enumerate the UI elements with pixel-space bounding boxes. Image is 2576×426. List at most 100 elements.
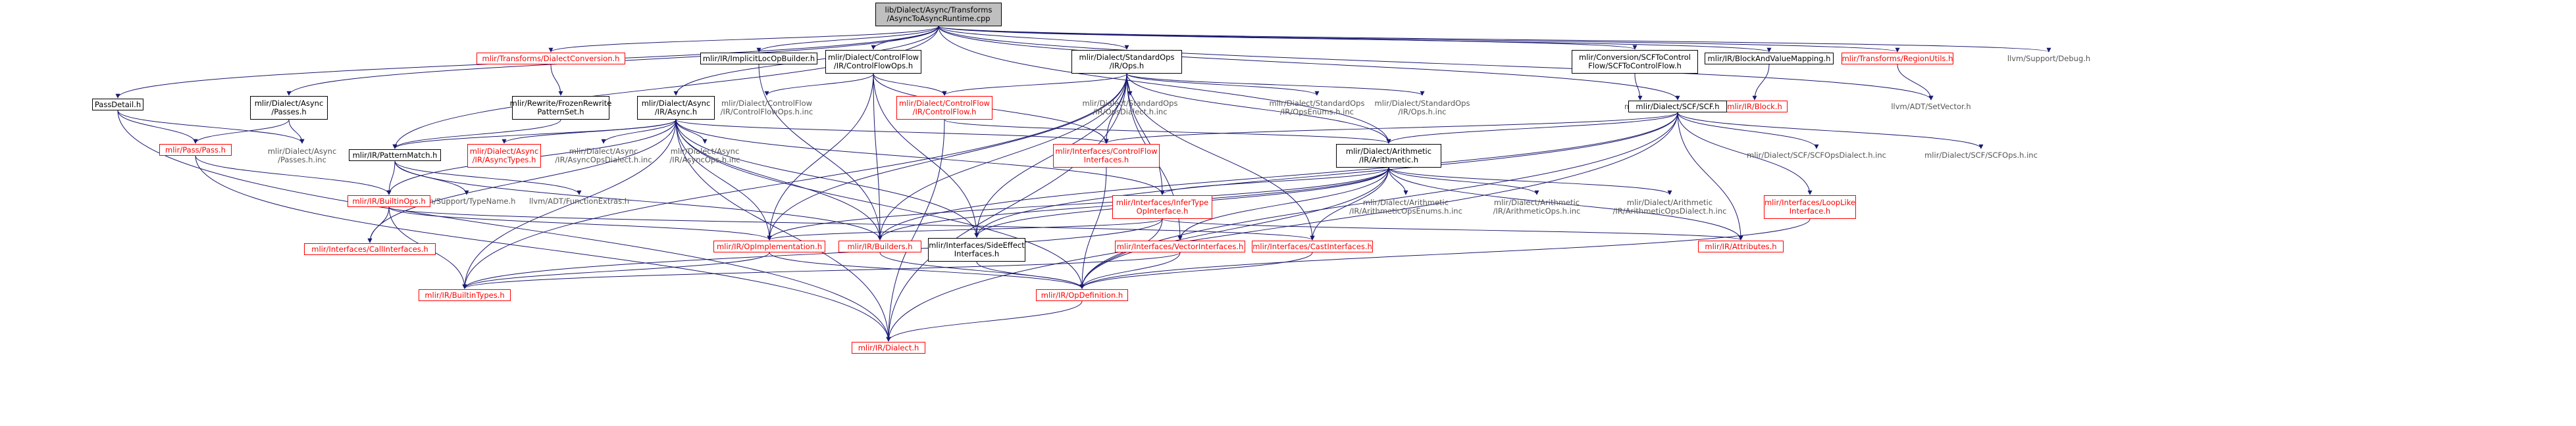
- node-label-line: mlir/Dialect/SCF/SCFOpsDialect.h.inc: [1747, 150, 1886, 160]
- edge-implicit_loc-to-builders: [758, 64, 883, 241]
- node-label-line: /IR/OpsEnums.h.inc: [1280, 107, 1354, 116]
- node-controlflow-h[interactable]: mlir/Dialect/ControlFlow/IR/ControlFlow.…: [896, 96, 992, 120]
- node-async-passes-inc[interactable]: mlir/Dialect/Async/Passes.h.inc: [263, 144, 341, 168]
- node-label-line: llvm/ADT/FunctionExtras.h: [528, 196, 630, 206]
- node-attributes[interactable]: mlir/IR/Attributes.h: [1698, 241, 1784, 252]
- node-functionextras[interactable]: llvm/ADT/FunctionExtras.h: [524, 195, 634, 207]
- node-async-ir[interactable]: mlir/Dialect/Async/IR/Async.h: [637, 96, 715, 120]
- node-label-line: /IR/ControlFlowOps.h: [833, 61, 914, 70]
- node-label-line: mlir/Dialect/ControlFlow: [721, 99, 813, 108]
- node-implicitlocopbuilder[interactable]: mlir/IR/ImplicitLocOpBuilder.h: [700, 53, 817, 64]
- node-opsdialect-inc[interactable]: mlir/Dialect/StandardOps/IR/OpsDialect.h…: [1078, 96, 1182, 120]
- node-setvector[interactable]: llvm/ADT/SetVector.h: [1885, 101, 1977, 112]
- edge-cf_interfaces-to-op_definition: [1079, 167, 1107, 289]
- node-arithmetic[interactable]: mlir/Dialect/Arithmetic/IR/Arithmetic.h: [1336, 144, 1441, 168]
- node-mlir-pass[interactable]: mlir/Pass/Pass.h: [159, 144, 232, 156]
- node-controlflowops[interactable]: mlir/Dialect/ControlFlow/IR/ControlFlowO…: [825, 50, 921, 74]
- node-label-line: mlir/Dialect/SCF/SCFOps.h.inc: [1924, 150, 2038, 160]
- node-debug-h[interactable]: llvm/Support/Debug.h: [2001, 53, 2097, 64]
- edge-op_implementation-to-builtin_types: [462, 252, 770, 289]
- node-label-line: mlir/Dialect/Arithmetic: [1626, 198, 1713, 207]
- node-label-line: mlir/Dialect/Async: [569, 147, 638, 156]
- edge-loop_like-to-op_definition: [1079, 218, 1811, 289]
- node-callinterfaces[interactable]: mlir/Interfaces/CallInterfaces.h: [304, 243, 436, 255]
- node-block-h[interactable]: mlir/IR/Block.h: [1722, 101, 1788, 112]
- node-asyncops-inc[interactable]: mlir/Dialect/Async/IR/AsyncOps.h.inc: [666, 144, 744, 168]
- node-builtintypes[interactable]: mlir/IR/BuiltinTypes.h: [419, 289, 511, 301]
- node-async-passes[interactable]: mlir/Dialect/Async/Passes.h: [250, 96, 328, 120]
- node-opsenums-inc[interactable]: mlir/Dialect/StandardOps/IR/OpsEnums.h.i…: [1265, 96, 1369, 120]
- edge-std_ops-to-dialect_h: [886, 73, 1127, 342]
- node-arithmeticopsenums-inc[interactable]: mlir/Dialect/Arithmetic/IR/ArithmeticOps…: [1340, 195, 1472, 219]
- edge-vector_interfaces-to-op_definition: [1079, 252, 1181, 289]
- edge-arith-to-attributes: [1388, 167, 1743, 241]
- edge-cast_interfaces-to-op_definition: [1079, 252, 1313, 289]
- node-label-line: mlir/IR/ImplicitLocOpBuilder.h: [702, 53, 815, 63]
- edge-arith-to-op_implementation: [767, 167, 1389, 241]
- edge-builtin_ops-to-cast_interfaces: [388, 206, 1315, 241]
- edge-root-to-scf_h: [938, 26, 1680, 101]
- edge-async_ir-to-cf_interfaces: [675, 119, 1109, 144]
- edge-async_passes-to-async_passes_inc: [288, 119, 305, 144]
- node-label-line: mlir/Conversion/SCFToControl: [1579, 53, 1691, 62]
- node-asynctypes[interactable]: mlir/Dialect/Async/IR/AsyncTypes.h: [467, 144, 541, 168]
- node-arithmeticopsdialect-inc[interactable]: mlir/Dialect/Arithmetic/IR/ArithmeticOps…: [1601, 195, 1739, 219]
- node-patternmatch[interactable]: mlir/IR/PatternMatch.h: [349, 149, 441, 161]
- node-opdefinition[interactable]: mlir/IR/OpDefinition.h: [1036, 289, 1128, 301]
- node-castinterfaces[interactable]: mlir/Interfaces/CastInterfaces.h: [1252, 241, 1373, 252]
- node-label-line: mlir/Dialect/StandardOps: [1269, 99, 1365, 108]
- node-label-line: /IR/Ops.h.inc: [1398, 107, 1447, 116]
- node-scf-h[interactable]: mlir/Dialect/SCF/SCF.h: [1628, 101, 1727, 112]
- node-vectorinterfaces[interactable]: mlir/Interfaces/VectorInterfaces.h: [1115, 241, 1245, 252]
- node-asyncopsdialect-inc[interactable]: mlir/Dialect/Async/IR/AsyncOpsDialect.h.…: [548, 144, 659, 168]
- edge-scf_h-to-attributes: [1677, 112, 1743, 241]
- node-dialect-h[interactable]: mlir/IR/Dialect.h: [852, 342, 925, 354]
- node-label-line: /IR/AsyncTypes.h: [472, 155, 536, 164]
- edge-frozen_rewrite-to-pattern_match: [392, 119, 561, 149]
- edge-arith-to-vector_interfaces: [1177, 167, 1389, 241]
- edge-builtin_ops-to-op_implementation: [388, 206, 772, 241]
- edge-async_ir-to-side_effect: [675, 119, 979, 238]
- edge-infer_type-to-attributes: [1162, 218, 1743, 241]
- edge-async_passes-to-mlir_pass: [193, 119, 290, 144]
- node-controlflowops-inc[interactable]: mlir/Dialect/ControlFlow/IR/ControlFlowO…: [717, 96, 816, 120]
- edge-std_ops-to-builders: [877, 73, 1127, 241]
- node-regionutils[interactable]: mlir/Transforms/RegionUtils.h: [1842, 53, 1953, 64]
- node-builders[interactable]: mlir/IR/Builders.h: [838, 241, 921, 252]
- edge-scf_h-to-loop_like: [1677, 112, 1813, 195]
- node-arithmeticops-inc[interactable]: mlir/Dialect/Arithmetic/IR/ArithmeticOps…: [1481, 195, 1593, 219]
- edge-passdetail-to-mlir_pass: [117, 110, 198, 144]
- edge-arith-to-cast_interfaces: [1310, 167, 1389, 241]
- node-ops-inc[interactable]: mlir/Dialect/StandardOps/IR/Ops.h.inc: [1370, 96, 1474, 120]
- edge-scf_h-to-dialect_h: [886, 112, 1678, 342]
- node-label-line: /IR/ArithmeticOps.h.inc: [1493, 206, 1581, 216]
- node-typename[interactable]: llvm/Support/TypeName.h: [418, 195, 516, 207]
- node-label-line: mlir/Rewrite/FrozenRewrite: [509, 99, 612, 108]
- node-label-line: mlir/Interfaces/ControlFlow: [1055, 147, 1158, 156]
- node-label-line: mlir/IR/OpDefinition.h: [1041, 290, 1123, 300]
- node-label-line: PassDetail.h: [94, 99, 142, 109]
- node-label-line: OpInterface.h: [1136, 206, 1189, 216]
- node-dialectconversion[interactable]: mlir/Transforms/DialectConversion.h: [477, 53, 625, 64]
- node-scfopsdialect-inc[interactable]: mlir/Dialect/SCF/SCFOpsDialect.h.inc: [1735, 149, 1898, 161]
- node-blockandvaluemapping[interactable]: mlir/IR/BlockAndValueMapping.h: [1705, 53, 1834, 64]
- node-opimplementation[interactable]: mlir/IR/OpImplementation.h: [713, 241, 825, 252]
- node-builtinops[interactable]: mlir/IR/BuiltinOps.h: [348, 195, 430, 207]
- node-label-line: mlir/IR/BuiltinOps.h: [352, 196, 426, 206]
- edge-std_ops-to-infer_type: [1126, 73, 1165, 195]
- edge-arith-to-arith_dialect_inc: [1388, 167, 1672, 195]
- node-standardops[interactable]: mlir/Dialect/StandardOps/IR/Ops.h: [1071, 50, 1182, 74]
- edge-cf_ops-to-op_implementation: [767, 73, 874, 241]
- node-label-line: mlir/Dialect/ControlFlow: [827, 53, 919, 62]
- node-passdetail[interactable]: PassDetail.h: [92, 99, 143, 110]
- node-label-line: mlir/Pass/Pass.h: [165, 145, 226, 154]
- edge-infer_type-to-op_implementation: [767, 218, 1163, 241]
- node-scfops-inc[interactable]: mlir/Dialect/SCF/SCFOps.h.inc: [1909, 149, 2053, 161]
